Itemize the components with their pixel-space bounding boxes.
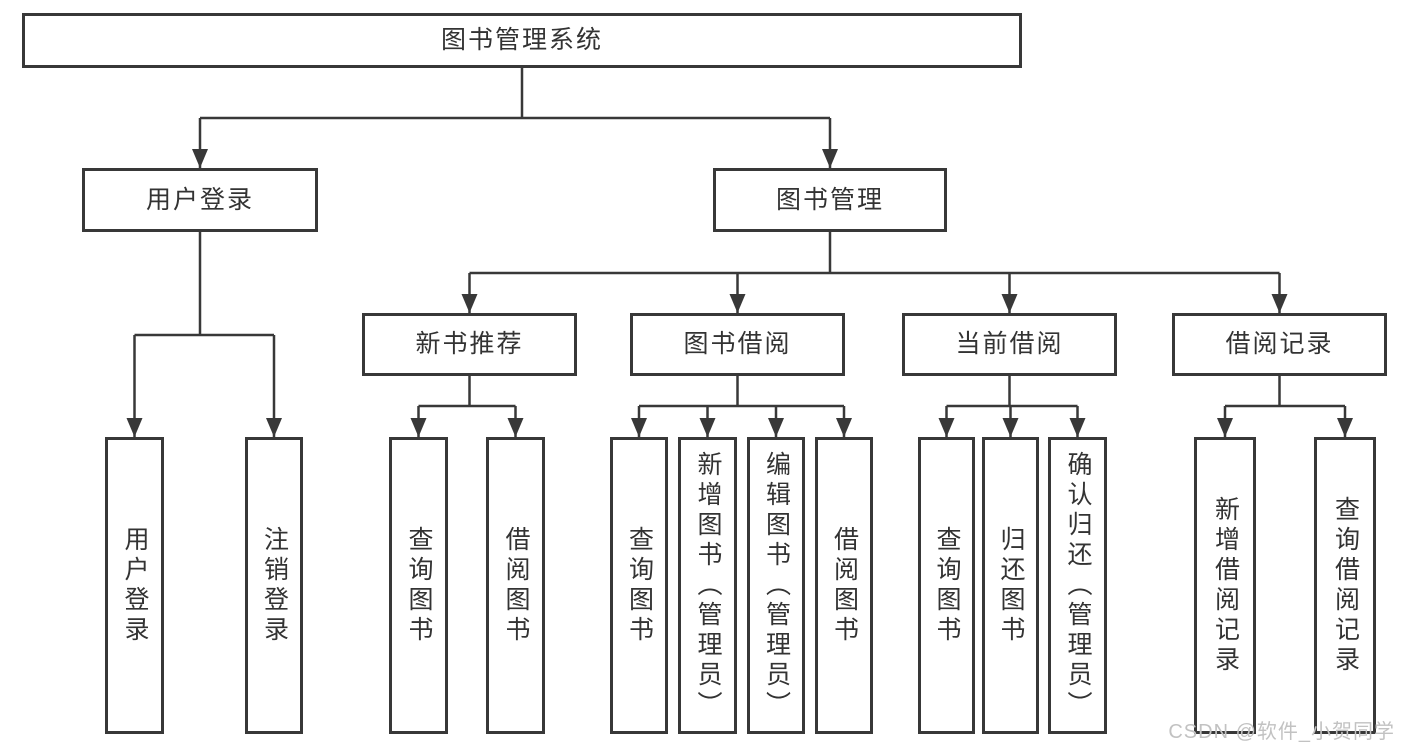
leaf-add-borrow-record: 新增借阅记录 (1194, 437, 1256, 734)
node-user-login: 用户登录 (82, 168, 318, 232)
node-label: 查询图书 (405, 525, 433, 646)
arrow-down-icon (768, 418, 784, 437)
node-book-management: 图书管理 (713, 168, 947, 232)
leaf-confirm-return-admin: 确认归还（管理员） (1048, 437, 1107, 734)
arrow-down-icon (729, 294, 746, 313)
arrow-down-icon (266, 418, 282, 437)
node-label: 新增图书（管理员） (694, 450, 722, 721)
node-label: 图书管理系统 (440, 26, 603, 54)
edge-book-borrow-to-leaves (637, 376, 846, 437)
leaf-user-login: 用户登录 (105, 437, 164, 734)
arrow-down-icon (126, 418, 143, 437)
arrow-down-icon (507, 418, 524, 437)
arrow-down-icon (410, 418, 427, 437)
arrow-down-icon (938, 418, 955, 437)
arrowheads (126, 149, 1353, 437)
leaf-borrow-books-newbook: 借阅图书 (486, 437, 545, 734)
node-label: 新增借阅记录 (1211, 495, 1240, 676)
leaf-logout: 注销登录 (245, 437, 303, 734)
arrow-down-icon (1069, 418, 1086, 437)
arrow-down-icon (822, 149, 838, 168)
arrow-down-icon (699, 418, 716, 437)
node-label: 借阅图书 (502, 525, 530, 646)
arrow-down-icon (1217, 418, 1233, 437)
leaf-query-borrow-record: 查询借阅记录 (1314, 437, 1376, 734)
node-label: 新书推荐 (415, 330, 524, 358)
edge-user-login-to-leaves (133, 232, 276, 437)
node-borrow-records: 借阅记录 (1172, 313, 1387, 376)
node-label: 用户登录 (121, 525, 149, 646)
node-label: 借阅记录 (1225, 330, 1334, 358)
connector-edges (133, 68, 1347, 437)
node-label: 查询图书 (625, 525, 654, 646)
edge-borrow-records-to-leaves (1223, 376, 1347, 437)
node-current-borrow: 当前借阅 (902, 313, 1117, 376)
arrow-down-icon (1271, 294, 1288, 313)
edge-root-to-level2 (198, 68, 832, 168)
node-label: 编辑图书（管理员） (762, 450, 791, 721)
node-label: 借阅图书 (830, 525, 859, 646)
node-label: 用户登录 (145, 185, 254, 214)
node-book-borrow: 图书借阅 (630, 313, 845, 376)
leaf-borrow-books-borrow: 借阅图书 (815, 437, 873, 734)
arrow-down-icon (461, 294, 478, 313)
node-label: 查询借阅记录 (1331, 495, 1360, 676)
node-label: 查询图书 (933, 525, 961, 646)
leaf-query-books-newbook: 查询图书 (389, 437, 448, 734)
node-label: 归还图书 (997, 525, 1025, 646)
leaf-query-books-current: 查询图书 (918, 437, 975, 734)
csdn-watermark: CSDN @软件_小贺同学 (1168, 721, 1395, 743)
edge-new-book-to-leaves (417, 376, 517, 437)
node-label: 图书管理 (775, 185, 884, 214)
node-label: 当前借阅 (955, 330, 1064, 358)
leaf-query-books-borrow: 查询图书 (610, 437, 668, 734)
arrow-down-icon (192, 149, 208, 168)
arrow-down-icon (631, 418, 647, 437)
node-label: 确认归还（管理员） (1064, 450, 1092, 721)
node-label: 图书借阅 (683, 330, 792, 358)
arrow-down-icon (1337, 418, 1353, 437)
arrow-down-icon (1002, 418, 1019, 437)
arrow-down-icon (1001, 294, 1018, 313)
leaf-add-books-admin: 新增图书（管理员） (678, 437, 737, 734)
arrow-down-icon (836, 418, 852, 437)
edge-book-management-to-level3 (468, 232, 1281, 313)
node-root-system: 图书管理系统 (22, 13, 1022, 68)
leaf-return-books: 归还图书 (982, 437, 1039, 734)
node-label: 注销登录 (260, 525, 289, 646)
leaf-edit-books-admin: 编辑图书（管理员） (747, 437, 805, 734)
node-new-book-recommend: 新书推荐 (362, 313, 577, 376)
